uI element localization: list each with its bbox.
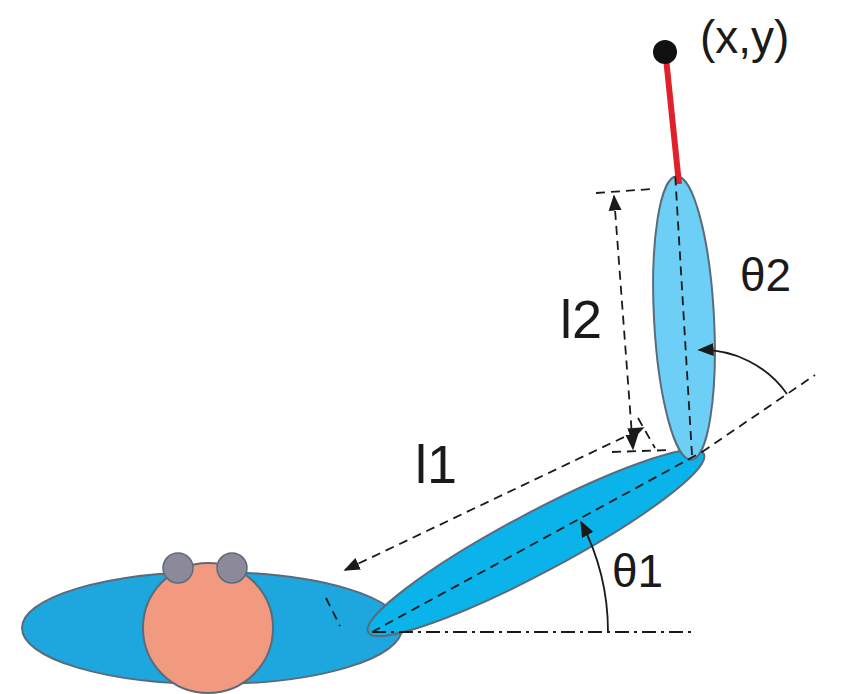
dimension-tick bbox=[326, 598, 340, 626]
eye bbox=[217, 553, 247, 583]
dimension-line bbox=[614, 196, 633, 449]
point-label: (x,y) bbox=[700, 14, 789, 60]
horizontal-reference bbox=[372, 631, 695, 633]
dimension-tick bbox=[638, 418, 655, 448]
dimension-line bbox=[345, 428, 643, 570]
dimension-tick bbox=[596, 189, 652, 193]
length-label: l2 bbox=[560, 292, 602, 346]
eye bbox=[163, 553, 193, 583]
angle-label: θ2 bbox=[740, 252, 791, 298]
head-circle bbox=[143, 563, 273, 693]
end-point bbox=[653, 40, 677, 64]
dimension-tick bbox=[612, 450, 672, 452]
link-two-axis bbox=[675, 172, 692, 455]
angle-label: θ1 bbox=[612, 548, 663, 594]
length-label: l1 bbox=[415, 437, 457, 491]
angle-arc bbox=[581, 522, 608, 632]
angle-arc bbox=[699, 350, 787, 394]
link-one bbox=[354, 427, 718, 658]
pen-line bbox=[666, 58, 679, 184]
link-one-extension bbox=[702, 375, 815, 452]
